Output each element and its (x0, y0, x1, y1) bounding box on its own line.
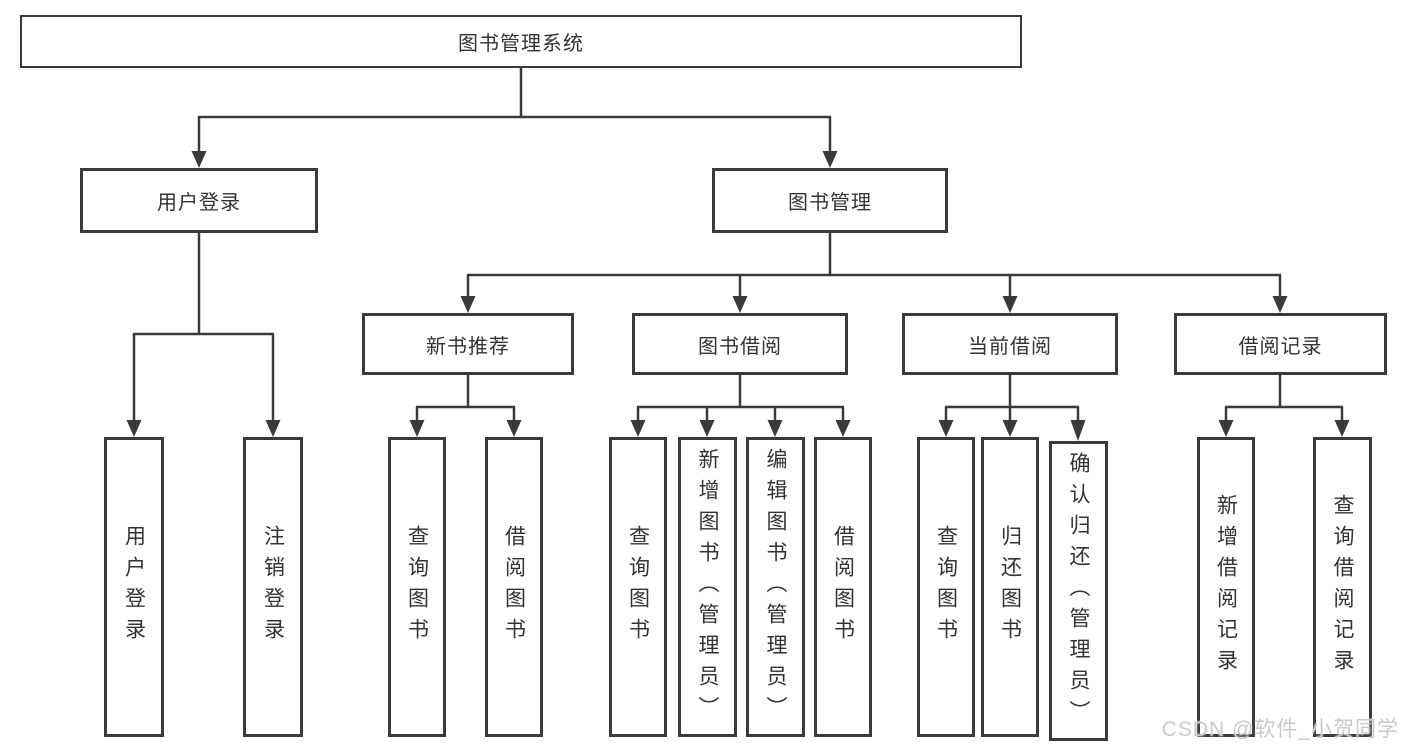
leaf-query-borrow-record-label: 查询借阅记录 (1331, 494, 1354, 680)
watermark: CSDN @软件_小贺同学 (1161, 718, 1399, 741)
leaf-edit-books-admin-label: 编辑图书（管理员） (764, 447, 787, 727)
leaf-query-books-current: 查询图书 (917, 437, 975, 737)
node-book-borrowing: 图书借阅 (632, 313, 848, 375)
node-new-book-recommend-label: 新书推荐 (426, 335, 510, 358)
leaf-borrow-books-recommend: 借阅图书 (485, 437, 543, 737)
leaf-logout: 注销登录 (243, 437, 303, 737)
connector-book-management-to-level3 (460, 233, 1288, 313)
leaf-return-books-label: 归还图书 (998, 525, 1022, 649)
leaf-query-books-current-label: 查询图书 (934, 525, 958, 649)
leaf-user-login: 用户登录 (104, 437, 164, 737)
leaf-confirm-return-admin: 确认归还（管理员） (1049, 441, 1108, 741)
node-user-login-label: 用户登录 (157, 192, 241, 214)
node-current-borrowing: 当前借阅 (902, 313, 1118, 375)
leaf-user-login-label: 用户登录 (122, 525, 146, 649)
node-root: 图书管理系统 (20, 15, 1022, 68)
leaf-logout-label: 注销登录 (261, 525, 285, 649)
connector-current-to-leaves (938, 375, 1086, 441)
leaf-borrow-books-borrowing: 借阅图书 (814, 437, 872, 737)
node-book-management: 图书管理 (712, 168, 948, 233)
node-root-label: 图书管理系统 (458, 33, 584, 55)
leaf-borrow-books-recommend-label: 借阅图书 (502, 525, 526, 649)
leaf-query-books-recommend: 查询图书 (388, 437, 446, 737)
leaf-query-borrow-record: 查询借阅记录 (1313, 437, 1372, 737)
node-book-borrowing-label: 图书借阅 (698, 335, 782, 358)
leaf-add-books-admin: 新增图书（管理员） (678, 437, 737, 737)
leaf-query-books-borrowing-label: 查询图书 (626, 525, 650, 649)
leaf-add-borrow-record-label: 新增借阅记录 (1214, 494, 1238, 680)
connector-user-login-to-leaves (126, 233, 281, 437)
node-current-borrowing-label: 当前借阅 (968, 335, 1052, 358)
leaf-add-borrow-record: 新增借阅记录 (1197, 437, 1255, 737)
leaf-query-books-recommend-label: 查询图书 (405, 525, 429, 649)
leaf-query-books-borrowing: 查询图书 (609, 437, 667, 737)
connector-recommend-to-leaves (409, 375, 522, 437)
leaf-confirm-return-admin-label: 确认归还（管理员） (1067, 451, 1090, 731)
leaf-edit-books-admin: 编辑图书（管理员） (746, 437, 805, 737)
leaf-borrow-books-borrowing-label: 借阅图书 (831, 525, 855, 649)
node-user-login: 用户登录 (80, 168, 318, 233)
connector-borrowing-to-leaves (630, 375, 851, 437)
connector-records-to-leaves (1218, 375, 1350, 437)
node-new-book-recommend: 新书推荐 (362, 313, 574, 375)
leaf-add-books-admin-label: 新增图书（管理员） (696, 447, 719, 727)
node-borrowing-records-label: 借阅记录 (1238, 335, 1323, 358)
node-borrowing-records: 借阅记录 (1174, 313, 1387, 375)
node-book-management-label: 图书管理 (788, 192, 872, 214)
connector-root-to-level2 (191, 68, 838, 168)
leaf-return-books: 归还图书 (981, 437, 1039, 737)
